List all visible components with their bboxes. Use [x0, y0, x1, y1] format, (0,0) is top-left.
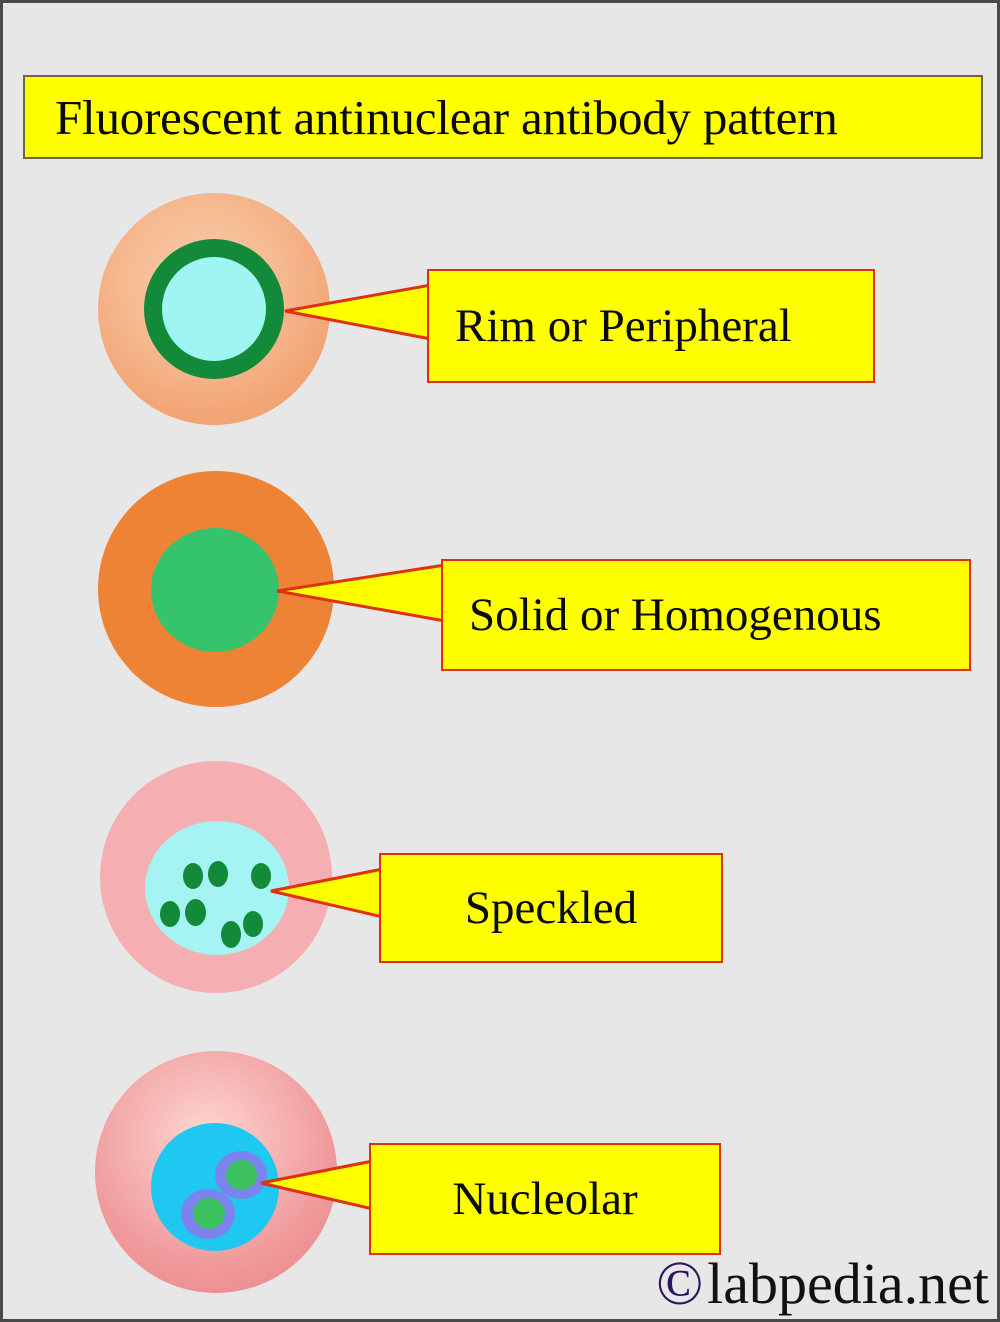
callout-arrow-solid-homogenous [276, 563, 447, 623]
callout-label-rim-peripheral: Rim or Peripheral [455, 300, 792, 352]
nucleus-interior-rim-peripheral [162, 257, 266, 361]
callout-arrow-nucleolar [260, 1159, 375, 1211]
nucleus-solid-homogenous [151, 528, 279, 652]
speckle-dot [160, 901, 180, 927]
speckle-dot [221, 921, 241, 948]
speckle-dot [185, 899, 206, 926]
speckle-dot [183, 863, 203, 889]
callout-label-speckled: Speckled [464, 882, 638, 934]
callout-box-solid-homogenous[interactable]: Solid or Homogenous [441, 559, 971, 671]
speckle-dot [251, 863, 271, 889]
copyright-icon: © [656, 1250, 704, 1318]
callout-arrow-rim-peripheral [284, 283, 433, 341]
figure-title-text: Fluorescent antinuclear antibody pattern [55, 89, 838, 145]
callout-box-rim-peripheral[interactable]: Rim or Peripheral [427, 269, 875, 383]
speckle-dot [243, 911, 263, 937]
nucleolus-core [193, 1198, 225, 1229]
callout-box-nucleolar[interactable]: Nucleolar [369, 1143, 721, 1255]
callout-label-nucleolar: Nucleolar [452, 1173, 638, 1225]
figure-title-box: Fluorescent antinuclear antibody pattern [23, 75, 983, 159]
nucleolus-core [226, 1160, 257, 1190]
callout-arrow-speckled [270, 867, 385, 919]
watermark: © labpedia.net [656, 1253, 989, 1315]
watermark-site-text: labpedia.net [707, 1251, 989, 1316]
nucleus-speckled [145, 821, 289, 955]
speckle-dot [208, 861, 228, 887]
callout-label-solid-homogenous: Solid or Homogenous [469, 589, 882, 641]
callout-box-speckled[interactable]: Speckled [379, 853, 723, 963]
